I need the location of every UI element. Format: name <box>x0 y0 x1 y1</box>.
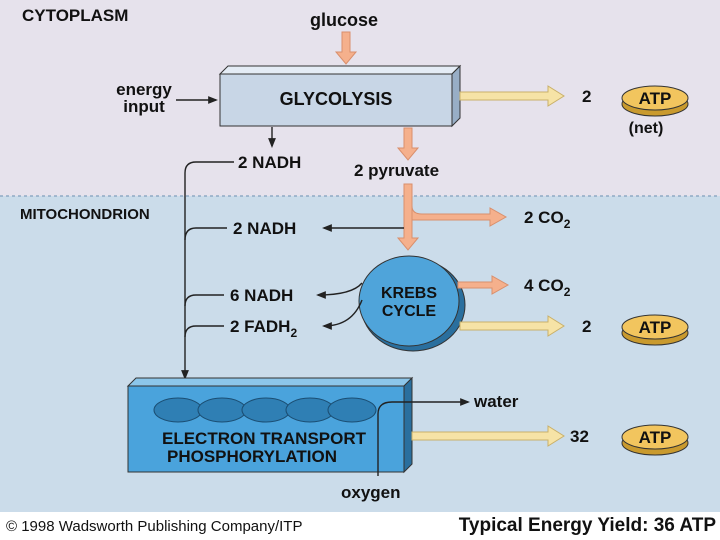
glycolysis-net-note: (net) <box>629 120 664 137</box>
mitochondrion-label: MITOCHONDRION <box>20 206 150 223</box>
transition-co2-label: 2 CO2 <box>524 208 571 231</box>
water-label: water <box>473 392 519 411</box>
nadh-carrier-line <box>181 161 234 380</box>
pyruvate-arrow <box>396 127 420 161</box>
energy-input-label-line1: energy <box>116 80 172 99</box>
atp-label: ATP <box>639 318 672 337</box>
krebs-atp-arrow <box>459 315 565 337</box>
etp-atp-count: 32 <box>570 427 589 446</box>
krebs-atp-count: 2 <box>582 317 591 336</box>
glycolysis-atp-arrow <box>459 85 565 107</box>
atp-coin-krebs: ATP <box>621 314 689 346</box>
glycolysis-nadh-label: 2 NADH <box>238 153 301 172</box>
oxygen-label: oxygen <box>341 483 401 502</box>
pyruvate-label: 2 pyruvate <box>354 161 439 180</box>
transition-nadh-line <box>184 227 227 241</box>
typical-energy-yield: Typical Energy Yield: 36 ATP <box>458 515 716 536</box>
glycolysis-atp-count: 2 <box>582 87 591 106</box>
glycolysis-box: GLYCOLYSIS <box>218 64 462 128</box>
transition-co2-arrow <box>411 205 508 227</box>
electron-transport-chain <box>153 397 377 423</box>
krebs-fadh-label: 2 FADH2 <box>230 317 297 340</box>
etp-atp-arrow <box>411 425 565 447</box>
energy-input-label-line2: input <box>123 97 165 116</box>
glucose-label: glucose <box>310 10 378 30</box>
krebs-label-line1: KREBS <box>381 285 437 302</box>
transition-nadh-label: 2 NADH <box>233 219 296 238</box>
transition-arrow <box>396 183 420 251</box>
etp-label-line2: PHOSPHORYLATION <box>167 447 337 466</box>
atp-coin-glycolysis: ATP <box>621 85 689 117</box>
atp-label: ATP <box>639 89 672 108</box>
cytoplasm-label: CYTOPLASM <box>22 6 128 25</box>
krebs-co2-label: 4 CO2 <box>524 276 571 299</box>
atp-label: ATP <box>639 428 672 447</box>
krebs-cycle: KREBS CYCLE <box>358 255 466 352</box>
krebs-nadh-line <box>184 294 224 307</box>
glycolysis-label: GLYCOLYSIS <box>280 89 393 109</box>
oxygen-water-path <box>377 398 470 476</box>
atp-coin-etp: ATP <box>621 424 689 456</box>
electron-transport-box: ELECTRON TRANSPORT PHOSPHORYLATION <box>126 376 414 474</box>
krebs-fadh-line <box>184 325 224 338</box>
etp-label-line1: ELECTRON TRANSPORT <box>162 429 367 448</box>
krebs-fadh-arrow <box>322 299 363 330</box>
krebs-co2-arrow <box>457 275 510 295</box>
glucose-arrow <box>334 31 358 65</box>
krebs-nadh-label: 6 NADH <box>230 286 293 305</box>
krebs-nadh-arrow <box>316 282 363 299</box>
footer: © 1998 Wadsworth Publishing Company/ITP … <box>0 512 720 540</box>
krebs-label-line2: CYCLE <box>382 303 437 320</box>
copyright-text: © 1998 Wadsworth Publishing Company/ITP <box>6 518 303 535</box>
